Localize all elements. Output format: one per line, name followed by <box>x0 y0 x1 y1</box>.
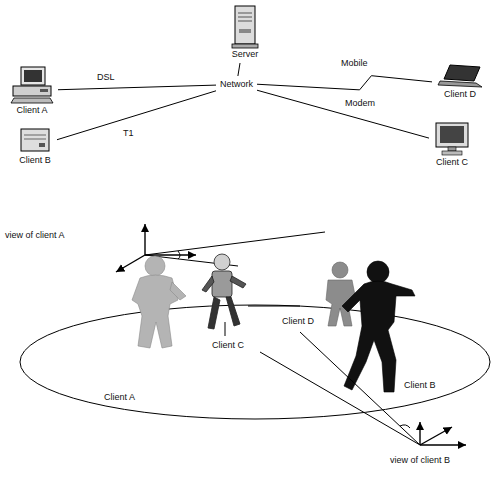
avatar-label: Client D <box>282 316 314 327</box>
computer-icon <box>230 5 260 49</box>
client-station: Client A <box>8 64 56 117</box>
avatar-label: Client A <box>104 392 135 403</box>
link-type-label: DSL <box>96 72 116 83</box>
client-station: Client B <box>15 126 55 167</box>
network-link <box>238 63 240 76</box>
node-label: Client D <box>444 89 476 100</box>
network-link <box>257 76 432 90</box>
node-label: Server <box>232 49 259 60</box>
node-label: Network <box>220 79 253 90</box>
node-label: Client B <box>19 155 51 166</box>
avatar-label: view of client A <box>5 230 65 241</box>
avatar-label: Client B <box>404 380 436 391</box>
network-hub: Network <box>218 78 255 91</box>
client-station: Server <box>228 4 262 61</box>
avatar-label: Client C <box>212 340 244 351</box>
link-type-label: T1 <box>122 128 135 139</box>
computer-icon <box>17 127 53 155</box>
computer-icon <box>10 65 54 105</box>
client-station: Client D <box>434 62 486 101</box>
computer-icon <box>436 63 484 89</box>
network-link <box>57 91 216 140</box>
node-label: Client C <box>436 157 468 168</box>
link-type-label: Mobile <box>340 58 369 69</box>
node-label: Client A <box>16 105 47 116</box>
client-station: Client C <box>431 120 473 169</box>
network-link <box>58 85 216 90</box>
network-link <box>257 90 429 138</box>
avatar-label: view of client B <box>388 455 452 466</box>
link-type-label: Modem <box>344 98 376 109</box>
computer-icon <box>433 121 471 157</box>
